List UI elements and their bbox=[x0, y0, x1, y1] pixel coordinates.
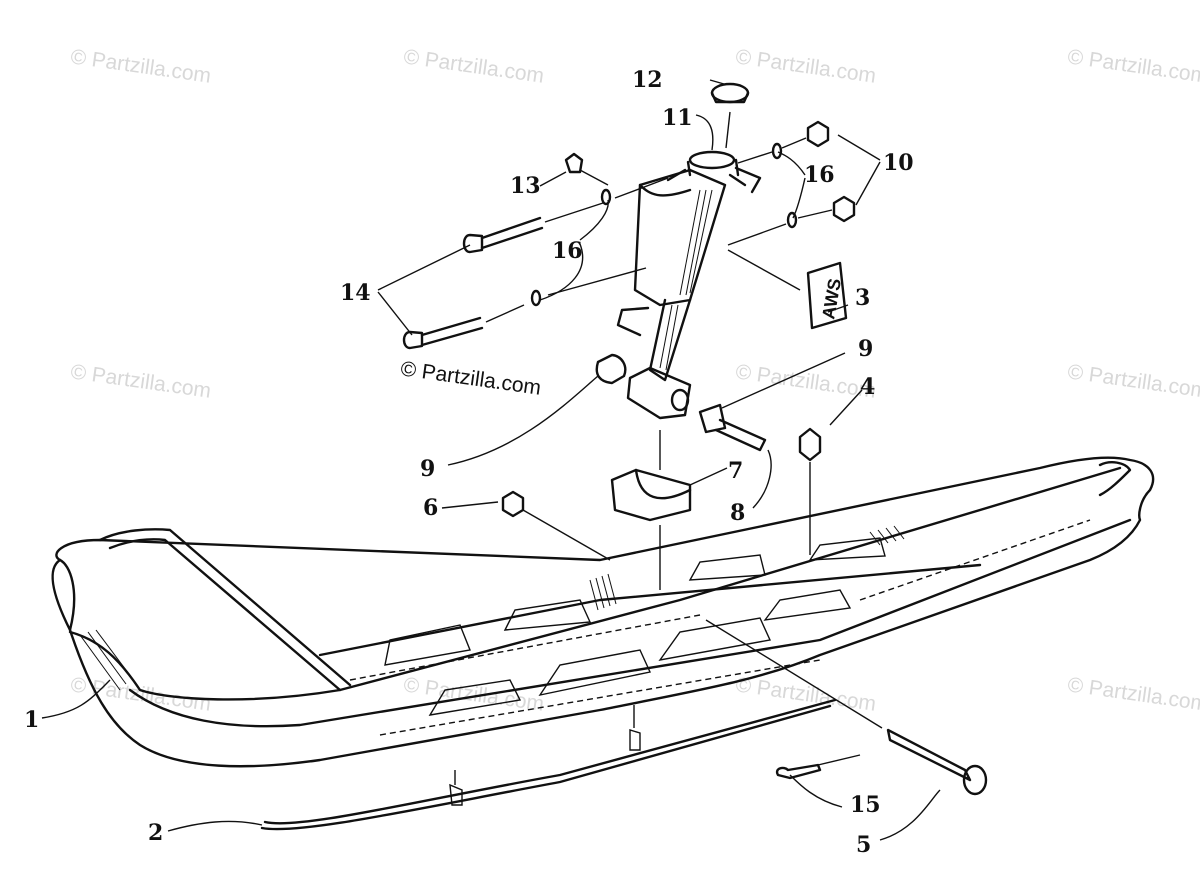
bolts bbox=[402, 177, 669, 350]
callouts: 1 2 3 4 5 6 7 8 9 9 10 11 12 13 14 15 16… bbox=[24, 67, 914, 858]
callout-9a: 9 bbox=[420, 456, 435, 482]
grease-fitting bbox=[564, 152, 609, 186]
pivot-pin bbox=[659, 418, 767, 470]
shock-absorber bbox=[616, 150, 762, 420]
callout-16a: 16 bbox=[552, 238, 583, 264]
callout-3: 3 bbox=[855, 285, 870, 311]
callout-14: 14 bbox=[340, 280, 371, 306]
shock-cap bbox=[710, 82, 750, 149]
callout-13: 13 bbox=[510, 173, 541, 199]
ski-shading bbox=[79, 525, 905, 691]
callout-15: 15 bbox=[850, 792, 881, 818]
nuts bbox=[727, 120, 856, 291]
callout-9b: 9 bbox=[858, 336, 873, 362]
callout-16b: 16 bbox=[804, 162, 835, 188]
callout-8: 8 bbox=[730, 500, 745, 526]
decal-text: AWS bbox=[818, 277, 845, 321]
callout-6: 6 bbox=[423, 495, 438, 521]
callout-11: 11 bbox=[662, 105, 693, 131]
callout-5: 5 bbox=[856, 832, 871, 858]
callout-1: 1 bbox=[24, 707, 39, 733]
callout-7: 7 bbox=[728, 458, 743, 484]
cotter-pin bbox=[775, 754, 861, 780]
washers bbox=[530, 142, 798, 307]
ski-runner bbox=[260, 698, 837, 831]
bolt-5 bbox=[705, 619, 988, 796]
leader-lines bbox=[41, 79, 941, 841]
callout-2: 2 bbox=[148, 820, 163, 846]
nut-4 bbox=[798, 427, 822, 555]
bushings bbox=[595, 353, 727, 434]
callout-4: 4 bbox=[860, 374, 875, 400]
ski-body bbox=[51, 456, 1155, 768]
aws-decal: AWS bbox=[806, 261, 848, 330]
nut-6 bbox=[501, 490, 611, 561]
callout-10: 10 bbox=[883, 150, 914, 176]
callout-12: 12 bbox=[632, 67, 663, 93]
mounting-bracket bbox=[610, 468, 692, 590]
